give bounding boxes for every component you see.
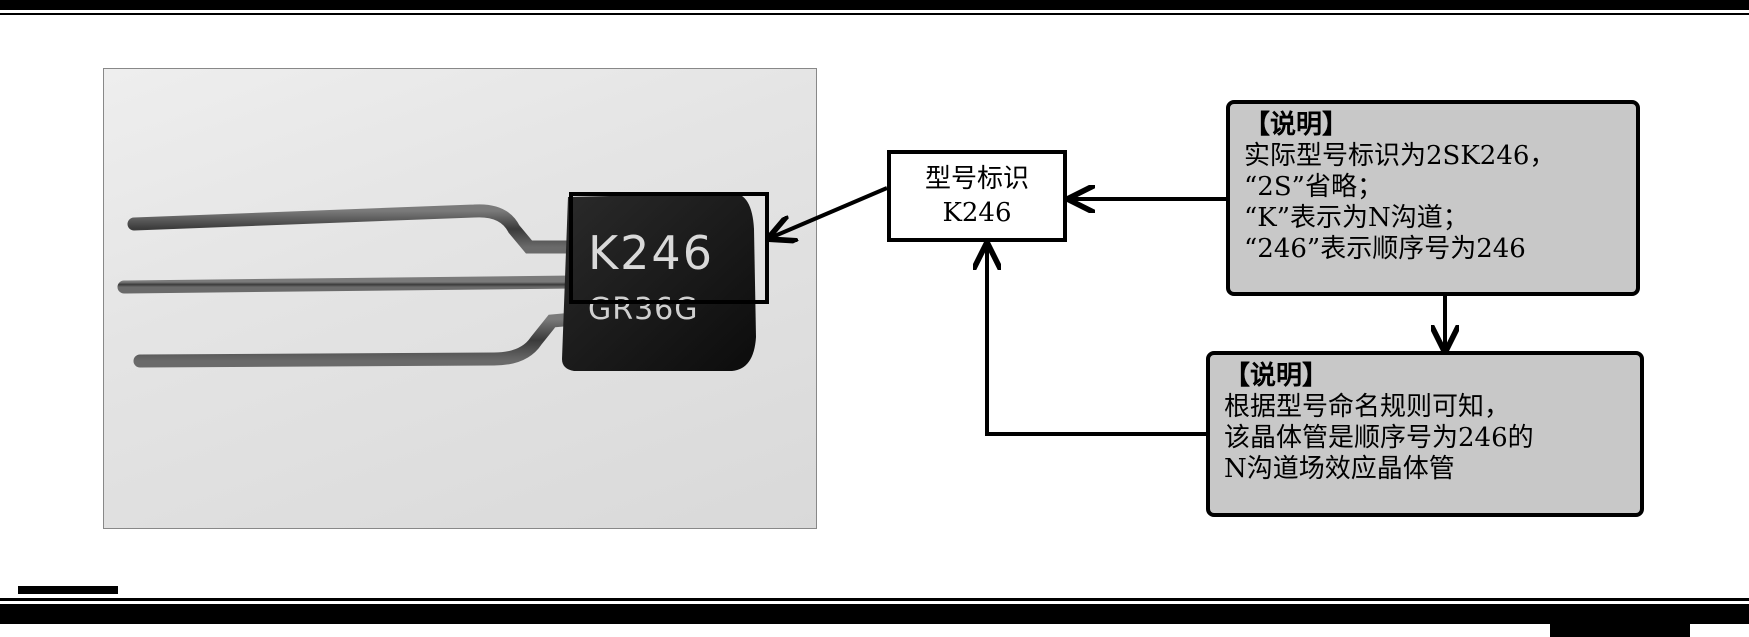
model-label-box: 型号标识 K246 [887,150,1067,242]
note1-line: “K”表示为N沟道； [1244,203,1622,234]
model-label-line2: K246 [942,196,1011,230]
note2-line: 该晶体管是顺序号为246的 [1224,423,1626,454]
arrow-to-marking [770,188,887,238]
note1-line: “246”表示顺序号为246 [1244,234,1622,265]
note-box-conclusion: 【说明】 根据型号命名规则可知， 该晶体管是顺序号为246的 N沟道场效应晶体管 [1206,351,1644,517]
note2-title: 【说明】 [1224,361,1626,392]
note1-line: “2S”省略； [1244,172,1622,203]
note1-title: 【说明】 [1244,110,1622,141]
note2-line: 根据型号命名规则可知， [1224,392,1626,423]
note1-line: 实际型号标识为2SK246， [1244,141,1622,172]
note-box-naming: 【说明】 实际型号标识为2SK246， “2S”省略； “K”表示为N沟道； “… [1226,100,1640,296]
arrow-note2-to-model [987,245,1206,434]
model-label-line1: 型号标识 [925,162,1029,196]
note2-line: N沟道场效应晶体管 [1224,454,1626,485]
